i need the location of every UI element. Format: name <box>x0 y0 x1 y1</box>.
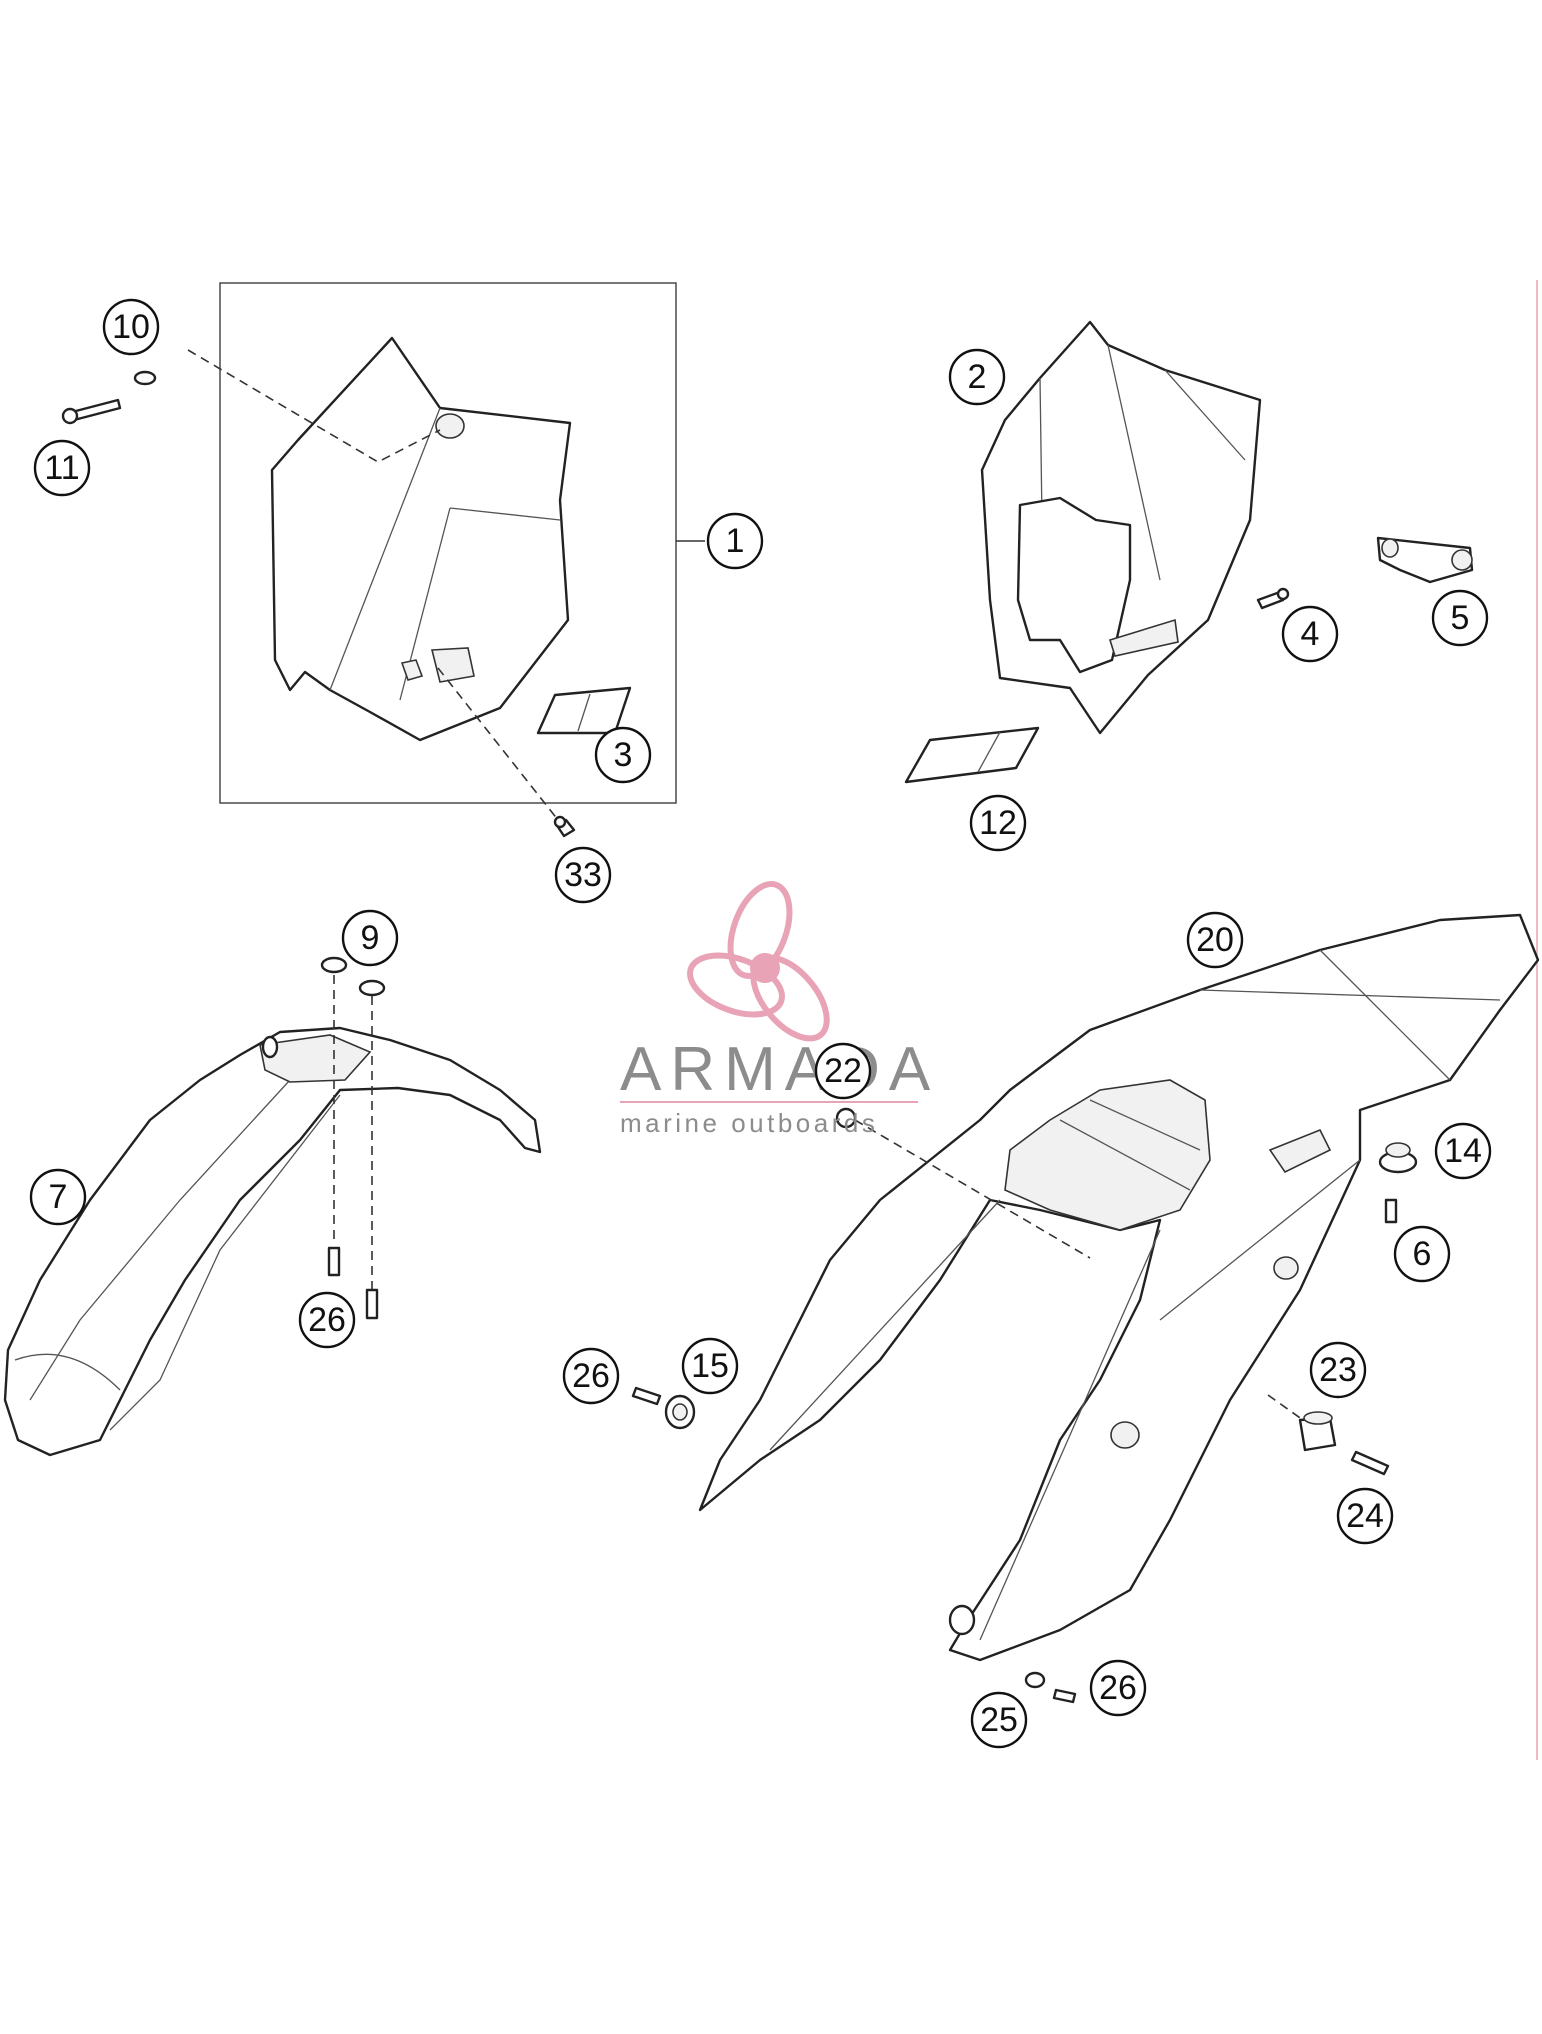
screw-part-6 <box>1384 1198 1398 1224</box>
watermark-name: ARMADA <box>620 1035 939 1104</box>
svg-text:12: 12 <box>979 804 1017 842</box>
callout-3: 3 <box>594 726 652 784</box>
callout-24: 24 <box>1336 1487 1394 1545</box>
svg-text:4: 4 <box>1301 615 1320 653</box>
front-number-plate-part-1 <box>270 336 572 742</box>
svg-text:20: 20 <box>1196 921 1234 959</box>
washer-part-9b <box>358 979 386 997</box>
svg-text:11: 11 <box>44 449 79 487</box>
screw-part-26-front-b <box>365 1288 379 1320</box>
callout-26-front: 26 <box>298 1291 356 1349</box>
leader-33 <box>437 667 563 826</box>
propeller-logo <box>687 881 830 1042</box>
svg-text:23: 23 <box>1319 1351 1357 1389</box>
watermark-tagline: marine outboards <box>620 1108 878 1138</box>
svg-text:3: 3 <box>614 736 633 774</box>
svg-text:33: 33 <box>564 856 602 894</box>
svg-text:2: 2 <box>968 358 987 396</box>
callout-22: 22 <box>814 1042 872 1100</box>
callout-10: 10 <box>102 298 160 356</box>
sticker-part-3 <box>536 686 632 735</box>
callout-25: 25 <box>970 1691 1028 1749</box>
callout-26-rear-left: 26 <box>562 1347 620 1405</box>
headlight-mask-part-2 <box>980 320 1262 735</box>
callout-4: 4 <box>1281 605 1339 663</box>
washer-part-25 <box>1024 1671 1046 1689</box>
grommet-part-14 <box>1378 1142 1418 1174</box>
screw-part-24 <box>1350 1450 1390 1476</box>
svg-text:7: 7 <box>49 1178 68 1216</box>
washer-part-10 <box>133 370 157 386</box>
nut-part-22 <box>835 1107 857 1129</box>
svg-text:24: 24 <box>1346 1497 1384 1535</box>
svg-text:14: 14 <box>1444 1132 1482 1170</box>
callout-5: 5 <box>1431 589 1489 647</box>
callout-6: 6 <box>1393 1225 1451 1283</box>
svg-text:26: 26 <box>1099 1669 1137 1707</box>
svg-text:26: 26 <box>572 1357 610 1395</box>
callout-26-rear-bottom: 26 <box>1089 1659 1147 1717</box>
svg-text:9: 9 <box>361 919 380 957</box>
callout-23: 23 <box>1309 1341 1367 1399</box>
svg-text:10: 10 <box>112 308 150 346</box>
callout-7: 7 <box>29 1168 87 1226</box>
screw-part-11 <box>61 398 122 425</box>
svg-text:15: 15 <box>691 1347 729 1385</box>
svg-text:6: 6 <box>1413 1235 1432 1273</box>
svg-text:22: 22 <box>824 1052 862 1090</box>
callout-15: 15 <box>681 1337 739 1395</box>
grommet-part-15 <box>664 1394 696 1430</box>
screw-part-26-front-a <box>327 1246 341 1277</box>
svg-text:26: 26 <box>308 1301 346 1339</box>
callout-11: 11 <box>33 439 91 497</box>
callout-20: 20 <box>1186 911 1244 969</box>
svg-text:1: 1 <box>726 522 745 560</box>
armada-watermark: ARMADA marine outboards <box>620 881 939 1138</box>
svg-text:5: 5 <box>1451 599 1470 637</box>
screw-part-26-rear-left <box>631 1386 662 1406</box>
sticker-part-12 <box>904 726 1040 784</box>
callout-9: 9 <box>341 909 399 967</box>
screw-part-4 <box>1256 587 1290 610</box>
svg-text:25: 25 <box>980 1701 1018 1739</box>
part-1-group-frame <box>219 282 677 804</box>
callout-33: 33 <box>554 846 612 904</box>
bracket-part-5 <box>1376 536 1474 584</box>
spacer-part-23 <box>1298 1411 1337 1452</box>
leader-23 <box>1267 1394 1311 1426</box>
front-fender-part-7 <box>3 1026 542 1457</box>
washer-part-9a <box>320 956 348 974</box>
callout-2: 2 <box>948 348 1006 406</box>
callout-14: 14 <box>1434 1122 1492 1180</box>
leader-22 <box>854 1119 1091 1259</box>
rear-fender-part-20 <box>698 913 1540 1662</box>
callout-12: 12 <box>969 794 1027 852</box>
callout-1: 1 <box>706 512 764 570</box>
screw-part-26-rear-bottom <box>1052 1688 1077 1704</box>
screw-part-33 <box>553 815 576 838</box>
